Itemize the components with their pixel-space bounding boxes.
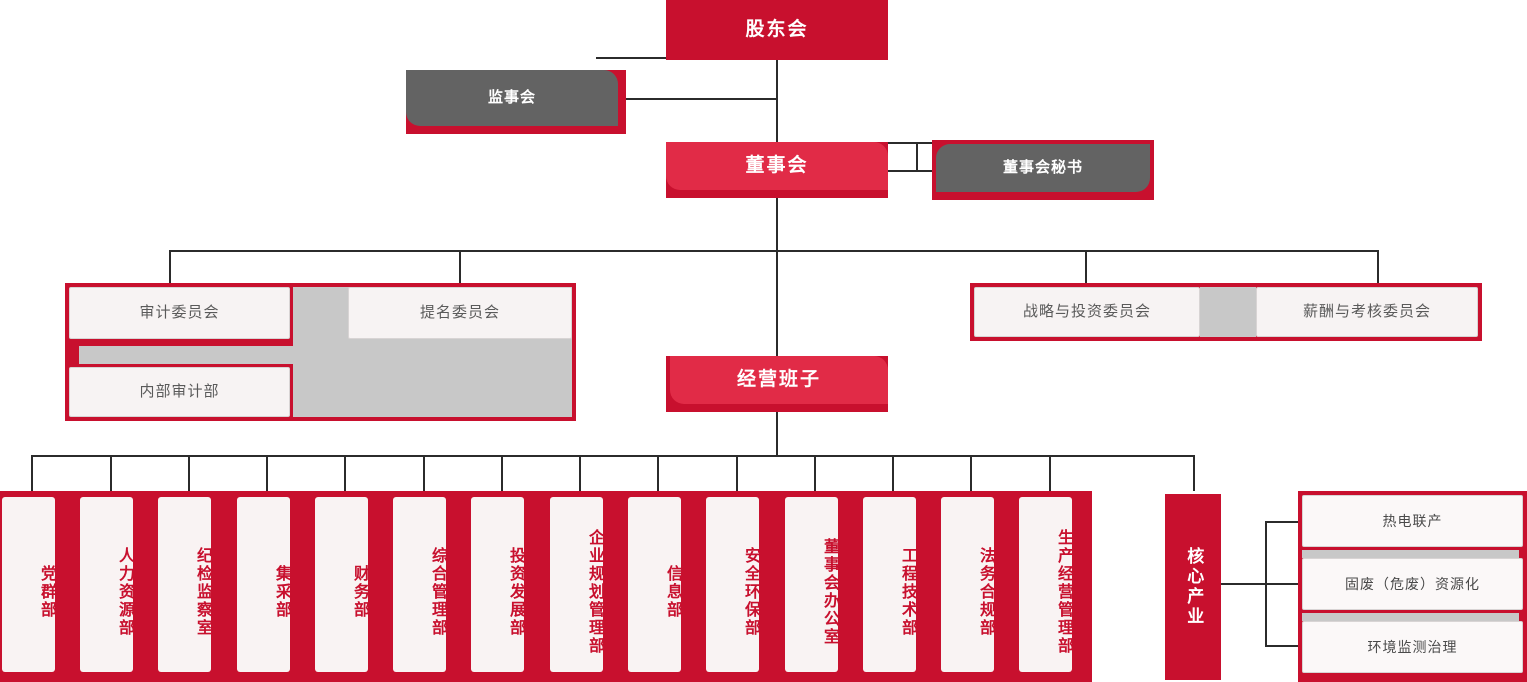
node-core-industry-item-0-label: 热电联产 bbox=[1382, 512, 1443, 529]
node-board-secretary-label: 董事会秘书 bbox=[1002, 159, 1083, 176]
node-audit-committee-label: 审计委员会 bbox=[139, 304, 220, 321]
node-department-11[interactable]: 工程技术部 bbox=[863, 497, 916, 672]
node-audit-committee[interactable]: 审计委员会 bbox=[69, 287, 290, 339]
node-core-industry-item-2-label: 环境监测治理 bbox=[1367, 638, 1458, 655]
node-core-industry[interactable]: 核心产业 bbox=[1165, 494, 1221, 680]
line-drop-dept-8 bbox=[657, 455, 659, 491]
line-board-down bbox=[776, 198, 778, 252]
line-drop-dept-11 bbox=[892, 455, 894, 491]
line-core-to-item-2 bbox=[1265, 645, 1301, 647]
node-board-of-supervisors[interactable]: 监事会 bbox=[406, 70, 618, 126]
node-management-team[interactable]: 经营班子 bbox=[670, 356, 888, 404]
line-drop-remuneration-committee bbox=[1377, 250, 1379, 286]
line-management-down bbox=[776, 412, 778, 456]
node-board-of-directors-label: 董事会 bbox=[745, 154, 809, 176]
line-board-secretary-vert bbox=[916, 142, 918, 172]
node-board-of-supervisors-label: 监事会 bbox=[487, 89, 536, 106]
node-core-industry-item-1-label: 固废（危废）资源化 bbox=[1345, 575, 1480, 592]
line-drop-dept-9 bbox=[736, 455, 738, 491]
line-drop-core-industry bbox=[1193, 455, 1195, 491]
line-core-to-item-0 bbox=[1265, 521, 1301, 523]
line-drop-dept-2 bbox=[188, 455, 190, 491]
node-internal-audit-department[interactable]: 内部审计部 bbox=[69, 367, 290, 417]
line-drop-nomination-committee bbox=[459, 250, 461, 286]
node-department-10[interactable]: 董事会办公室 bbox=[785, 497, 838, 672]
line-drop-dept-13 bbox=[1049, 455, 1051, 491]
node-department-4[interactable]: 财务部 bbox=[315, 497, 368, 672]
node-internal-audit-department-label: 内部审计部 bbox=[139, 383, 220, 400]
node-board-secretary[interactable]: 董事会秘书 bbox=[936, 144, 1150, 192]
right-committee-gray-fill bbox=[1200, 287, 1256, 337]
node-department-9[interactable]: 安全环保部 bbox=[706, 497, 759, 672]
line-drop-dept-4 bbox=[344, 455, 346, 491]
node-department-0[interactable]: 党群部 bbox=[2, 497, 55, 672]
node-core-industry-item-2[interactable]: 环境监测治理 bbox=[1302, 621, 1523, 673]
node-nomination-committee[interactable]: 提名委员会 bbox=[348, 287, 572, 339]
line-drop-strategy-committee bbox=[1085, 250, 1087, 286]
node-shareholders-meeting[interactable]: 股东会 bbox=[666, 0, 888, 60]
node-department-5[interactable]: 综合管理部 bbox=[393, 497, 446, 672]
node-department-13[interactable]: 生产经营管理部 bbox=[1019, 497, 1072, 672]
node-shareholders-meeting-label: 股东会 bbox=[745, 18, 809, 40]
line-drop-dept-5 bbox=[423, 455, 425, 491]
line-drop-dept-10 bbox=[814, 455, 816, 491]
line-drop-dept-3 bbox=[266, 455, 268, 491]
line-department-bus bbox=[31, 455, 1195, 457]
node-core-industry-item-0[interactable]: 热电联产 bbox=[1302, 495, 1523, 547]
node-department-1[interactable]: 人力资源部 bbox=[80, 497, 133, 672]
line-board-to-secretary bbox=[886, 170, 946, 172]
left-committee-gray-strip bbox=[79, 346, 293, 364]
core-industry-gray-strip-0 bbox=[1302, 550, 1519, 558]
line-supervisors-to-trunk bbox=[624, 98, 778, 100]
line-core-stem bbox=[1221, 583, 1267, 585]
line-trunk-to-management bbox=[776, 252, 778, 356]
node-remuneration-appraisal-committee-label: 薪酬与考核委员会 bbox=[1302, 303, 1431, 320]
line-shareholders-left-stub bbox=[596, 57, 668, 59]
line-drop-dept-12 bbox=[970, 455, 972, 491]
node-management-team-label: 经营班子 bbox=[736, 368, 821, 390]
line-drop-dept-1 bbox=[110, 455, 112, 491]
line-drop-dept-7 bbox=[579, 455, 581, 491]
node-department-6[interactable]: 投资发展部 bbox=[471, 497, 524, 672]
line-core-to-item-1 bbox=[1265, 583, 1301, 585]
node-strategy-investment-committee[interactable]: 战略与投资委员会 bbox=[974, 287, 1200, 337]
line-drop-dept-6 bbox=[501, 455, 503, 491]
node-nomination-committee-label: 提名委员会 bbox=[419, 304, 500, 321]
node-core-industry-item-1[interactable]: 固废（危废）资源化 bbox=[1302, 558, 1523, 610]
core-industry-gray-strip-1 bbox=[1302, 613, 1519, 621]
line-committee-bus bbox=[169, 250, 1379, 252]
node-department-12[interactable]: 法务合规部 bbox=[941, 497, 994, 672]
line-drop-dept-0 bbox=[31, 455, 33, 491]
node-remuneration-appraisal-committee[interactable]: 薪酬与考核委员会 bbox=[1256, 287, 1478, 337]
node-board-of-directors[interactable]: 董事会 bbox=[666, 142, 888, 190]
node-department-2[interactable]: 纪检监察室 bbox=[158, 497, 211, 672]
node-strategy-investment-committee-label: 战略与投资委员会 bbox=[1022, 303, 1151, 320]
node-department-7[interactable]: 企业规划管理部 bbox=[550, 497, 603, 672]
node-department-8[interactable]: 信息部 bbox=[628, 497, 681, 672]
line-shareholders-to-board bbox=[776, 60, 778, 142]
line-drop-audit-committee bbox=[169, 250, 171, 286]
node-department-3[interactable]: 集采部 bbox=[237, 497, 290, 672]
